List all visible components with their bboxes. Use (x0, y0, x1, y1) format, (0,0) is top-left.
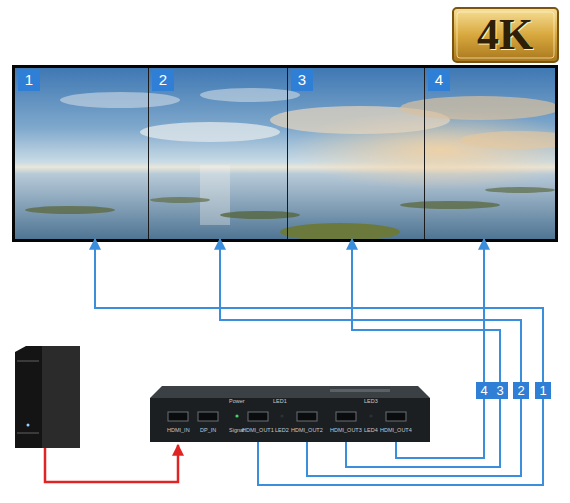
port-label: Power (229, 399, 245, 405)
port-label: HDMI_IN (167, 428, 190, 434)
wall-controller: HDMI_INDP_INPowerSignalHDMI_OUT1LED1LED2… (150, 386, 430, 442)
port-label: DP_IN (200, 428, 216, 434)
port-label: LED3 (364, 399, 378, 405)
port-label: HDMI_OUT2 (291, 428, 323, 434)
port-label: LED2 (275, 428, 289, 434)
cable-tag: 2 (513, 382, 529, 399)
video-cable (220, 239, 521, 476)
video-cable (396, 239, 484, 458)
port-label: LED1 (273, 399, 287, 405)
badge-text: 4K (477, 13, 533, 57)
port-label: HDMI_OUT4 (380, 428, 412, 434)
panel-number: 4 (428, 69, 450, 91)
display-panel: 1 (15, 68, 148, 239)
resolution-badge: 4K (453, 8, 558, 62)
port-label: LED4 (364, 428, 378, 434)
panel-number: 2 (152, 69, 174, 91)
video-cable (346, 239, 500, 467)
panel-number: 1 (18, 69, 40, 91)
display-panel: 3 (287, 68, 424, 239)
cable-tag: 1 (535, 382, 551, 399)
display-panel: 2 (148, 68, 287, 239)
cable-tag: 4 (476, 382, 492, 399)
display-panel: 4 (424, 68, 555, 239)
port-label: HDMI_OUT1 (242, 428, 274, 434)
port-label: HDMI_OUT3 (330, 428, 362, 434)
panel-number: 3 (291, 69, 313, 91)
video-cable (95, 239, 543, 485)
cable-tag: 3 (492, 382, 508, 399)
